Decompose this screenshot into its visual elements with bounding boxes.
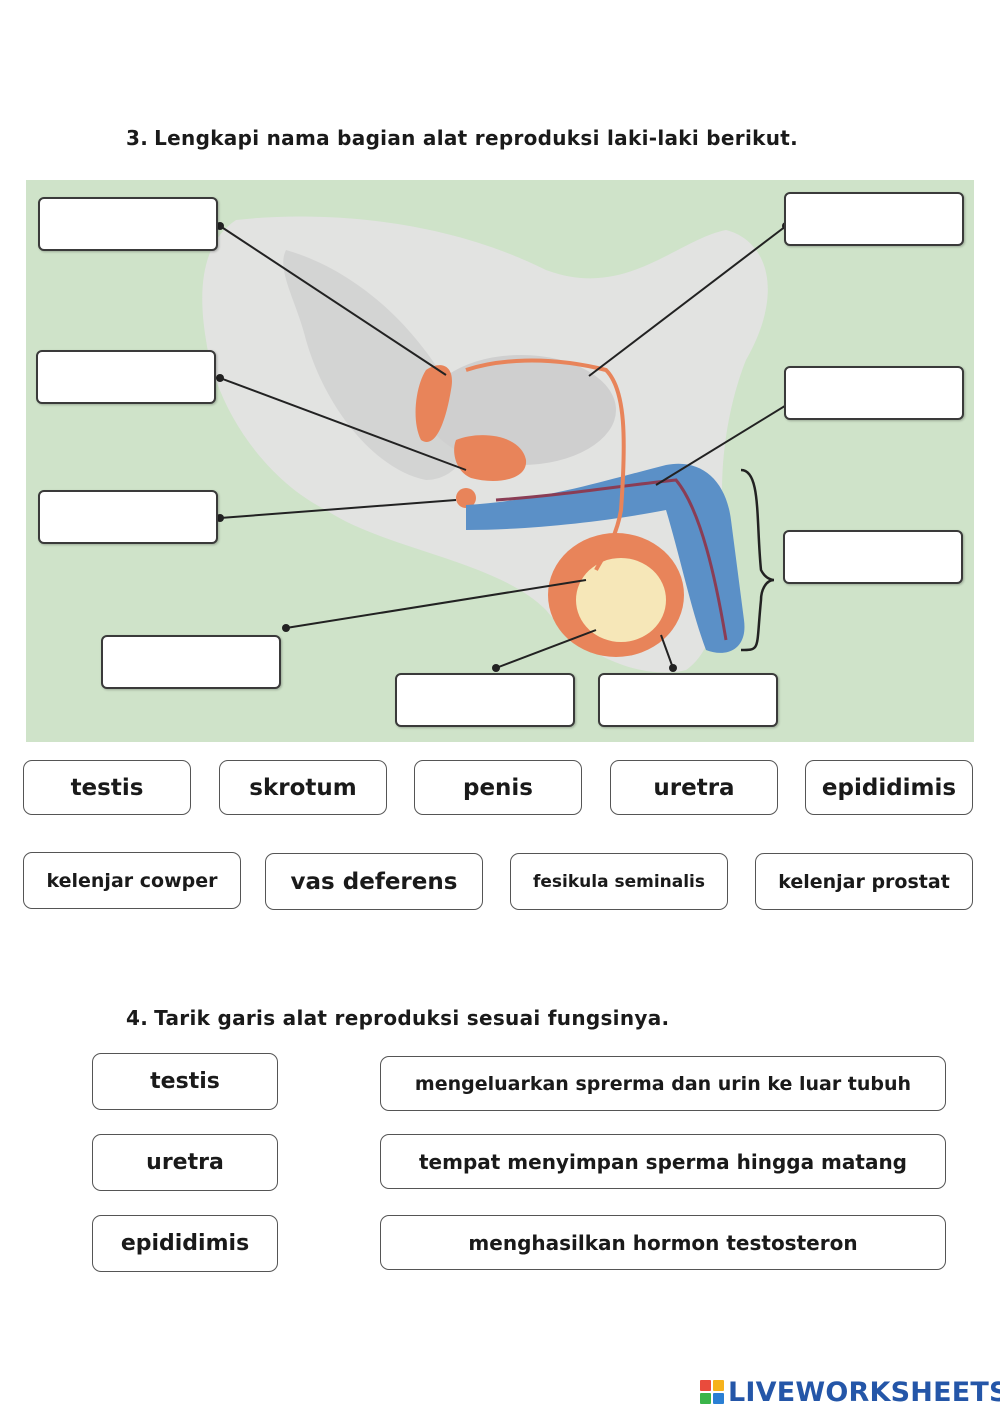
- answer-chip-vas-deferens[interactable]: vas deferens: [265, 853, 483, 910]
- leader-lines: [219, 225, 807, 669]
- match-right-function-1[interactable]: mengeluarkan sprerma dan urin ke luar tu…: [380, 1056, 946, 1111]
- answer-box-9[interactable]: [598, 673, 778, 727]
- answer-box-6[interactable]: [784, 366, 964, 420]
- answer-box-2[interactable]: [36, 350, 216, 404]
- answer-chip-kelenjar-cowper[interactable]: kelenjar cowper: [23, 852, 241, 909]
- vas-deferens: [465, 358, 626, 571]
- answer-chip-fesikula-seminalis[interactable]: fesikula seminalis: [510, 853, 728, 910]
- answer-box-5[interactable]: [784, 192, 964, 246]
- answer-chip-epididimis[interactable]: epididimis: [805, 760, 973, 815]
- leader-dot: [282, 624, 290, 632]
- leader-dot: [216, 222, 224, 230]
- answer-chip-penis[interactable]: penis: [414, 760, 582, 815]
- leader-dot: [216, 374, 224, 382]
- match-left-testis[interactable]: testis: [92, 1053, 278, 1110]
- leader-line: [655, 392, 807, 486]
- question-4-number: 4.: [126, 1006, 149, 1030]
- leader-line: [588, 225, 787, 377]
- question-4-text: Tarik garis alat reproduksi sesuai fungs…: [154, 1006, 670, 1030]
- question-3-title: 3.Lengkapi nama bagian alat reproduksi l…: [126, 126, 798, 150]
- penis-shaft: [466, 463, 745, 653]
- logo-tile: [700, 1393, 711, 1404]
- leader-line: [219, 225, 447, 376]
- leader-line: [495, 629, 597, 669]
- answer-box-8[interactable]: [395, 673, 575, 727]
- cowper-gland: [456, 488, 476, 508]
- answer-box-3[interactable]: [38, 490, 218, 544]
- logo-tile: [700, 1380, 711, 1391]
- answer-box-1[interactable]: [38, 197, 218, 251]
- match-left-epididimis[interactable]: epididimis: [92, 1215, 278, 1272]
- prostate-gland: [454, 435, 527, 481]
- leader-dot: [669, 664, 677, 672]
- question-3-number: 3.: [126, 126, 149, 150]
- logo-tile: [713, 1393, 724, 1404]
- testis: [576, 558, 666, 642]
- question-4-title: 4.Tarik garis alat reproduksi sesuai fun…: [126, 1006, 669, 1030]
- urethra: [495, 478, 728, 641]
- answer-chip-testis[interactable]: testis: [23, 760, 191, 815]
- liveworksheets-logo: LIVEWORKSHEETS: [700, 1374, 1000, 1410]
- answer-chip-skrotum[interactable]: skrotum: [219, 760, 387, 815]
- answer-box-7[interactable]: [783, 530, 963, 584]
- answer-chip-kelenjar-prostat[interactable]: kelenjar prostat: [755, 853, 973, 910]
- liveworksheets-wordmark: LIVEWORKSHEETS: [728, 1376, 1000, 1408]
- leader-line: [219, 377, 467, 471]
- penis-brace: [740, 468, 775, 652]
- leader-line: [660, 634, 674, 669]
- logo-tile: [713, 1380, 724, 1391]
- liveworksheets-logo-icon: [700, 1380, 724, 1404]
- question-3-text: Lengkapi nama bagian alat reproduksi lak…: [154, 126, 799, 150]
- leader-line: [219, 499, 457, 519]
- answer-box-4[interactable]: [101, 635, 281, 689]
- leader-dot: [216, 514, 224, 522]
- seminal-vesicle: [415, 365, 452, 442]
- match-right-function-2[interactable]: tempat menyimpan sperma hingga matang: [380, 1134, 946, 1189]
- leader-line: [285, 579, 587, 629]
- leader-dot: [492, 664, 500, 672]
- answer-chip-uretra[interactable]: uretra: [610, 760, 778, 815]
- match-left-uretra[interactable]: uretra: [92, 1134, 278, 1191]
- match-right-function-3[interactable]: menghasilkan hormon testosteron: [380, 1215, 946, 1270]
